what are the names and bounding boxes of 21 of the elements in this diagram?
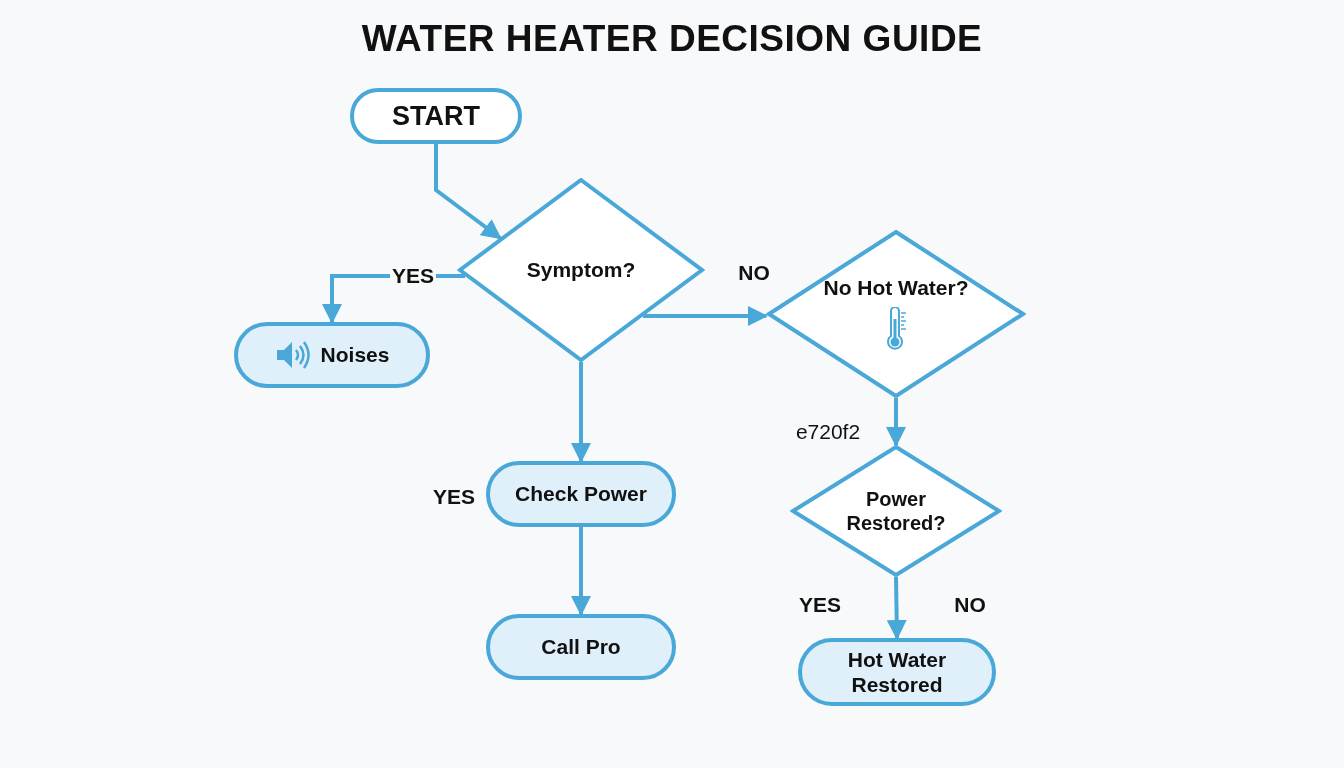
node-text: START — [392, 99, 480, 133]
node-text: Symptom? — [526, 257, 636, 283]
start-terminal — [350, 88, 522, 144]
arrow — [434, 144, 502, 240]
arrow — [571, 362, 591, 463]
branch-label: NO — [954, 593, 986, 617]
arrow — [643, 306, 768, 326]
node-text: Hot Water Restored — [846, 646, 948, 698]
branch-label: YES — [433, 485, 475, 509]
node-text: No Hot Water? — [823, 275, 969, 301]
arrow — [886, 576, 907, 640]
decision-diamond — [790, 445, 1002, 577]
node-text: Call Pro — [541, 634, 621, 660]
node-text: Power Restored? — [845, 487, 947, 535]
node-text: Check Power — [515, 481, 647, 507]
title: WATER HEATER DECISION GUIDE — [361, 18, 983, 59]
arrow — [571, 527, 591, 616]
branch-label: YES — [799, 593, 841, 617]
decision-diamond — [457, 178, 705, 362]
arrow — [886, 398, 906, 447]
node-text: Noises — [320, 342, 390, 368]
